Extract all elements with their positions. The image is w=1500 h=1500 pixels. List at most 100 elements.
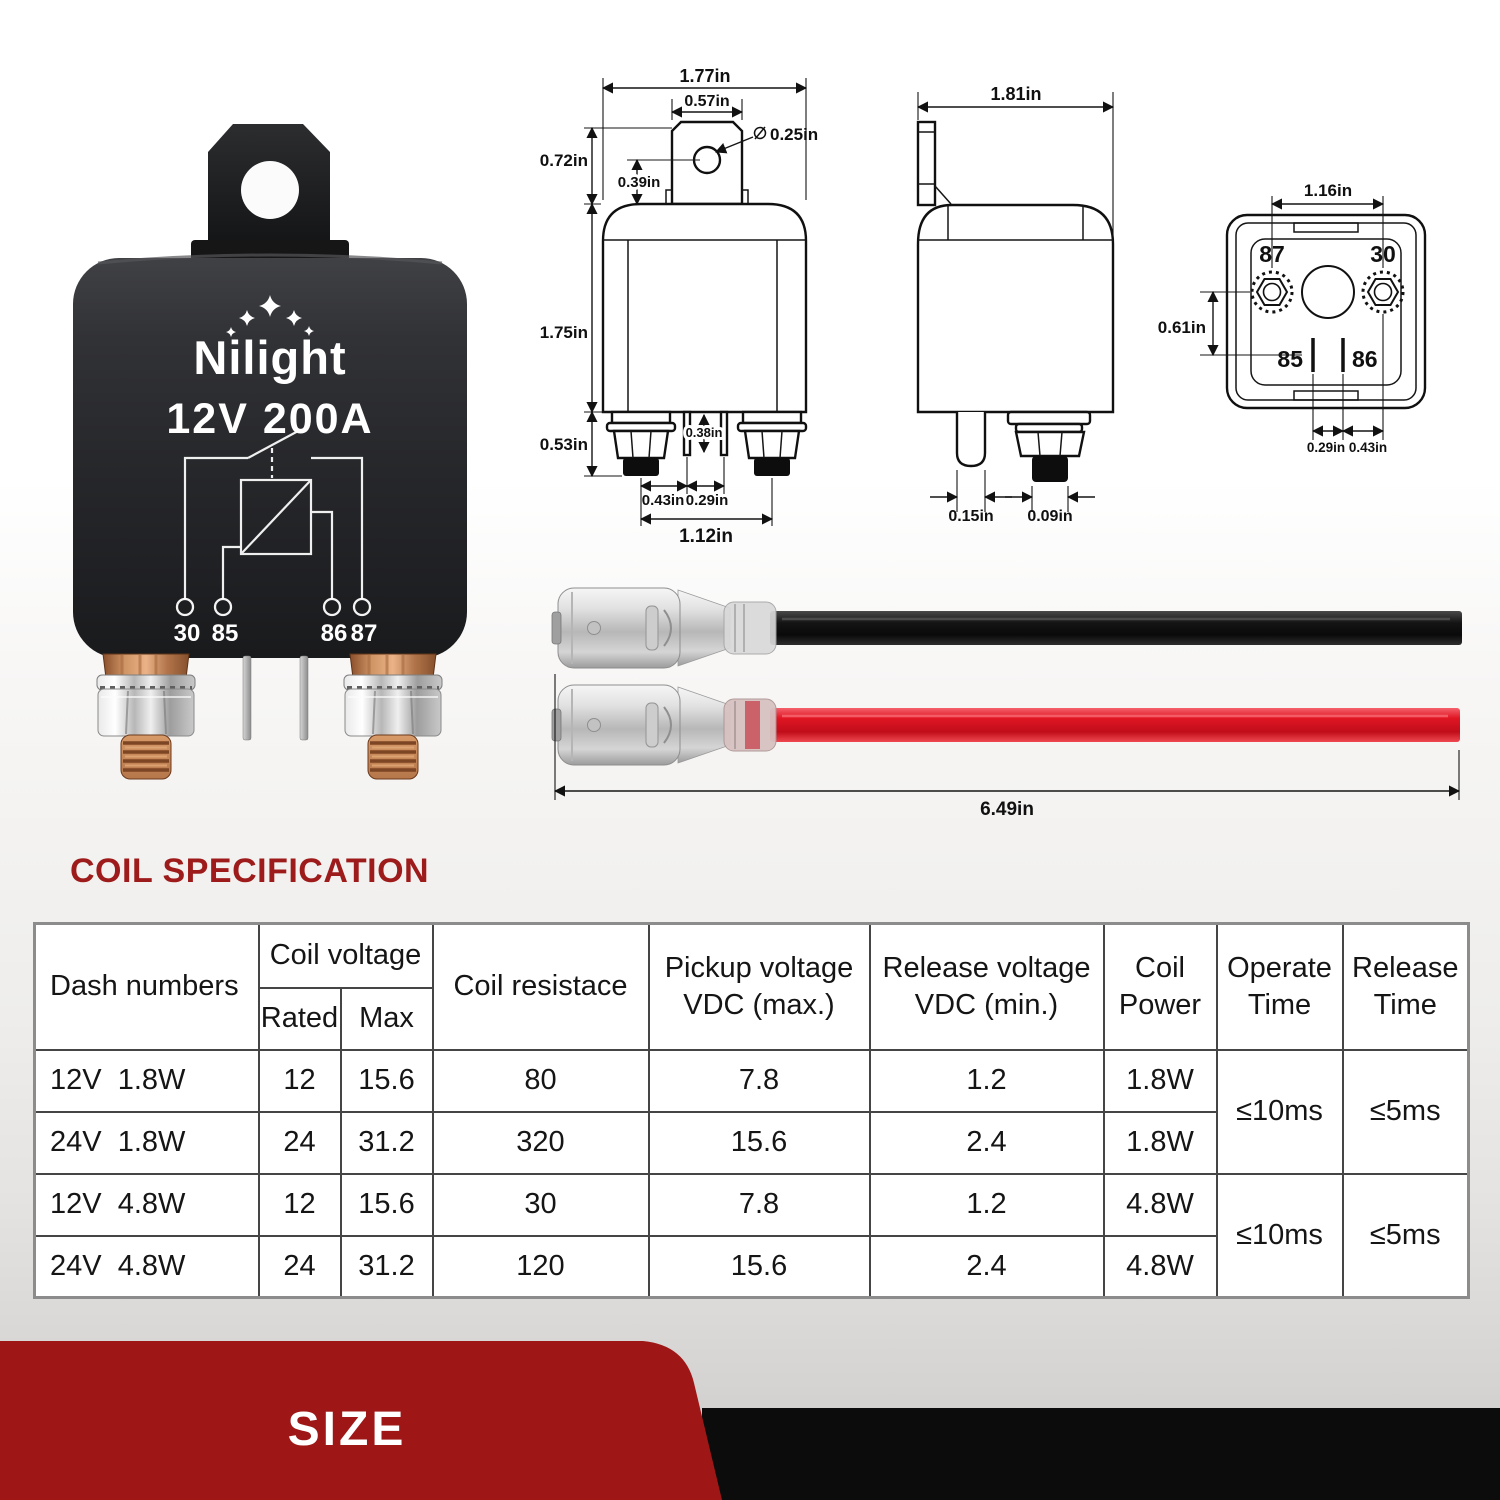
rating-label: 12V 200A [166,395,373,443]
col-header-release-voltage: Release voltage VDC (min.) [868,922,1105,1051]
bv-terminal-85: 85 [1277,346,1303,372]
cell-max: 15.6 [339,1048,434,1113]
dim-pin-gap: 0.29in [686,492,729,509]
side-view-drawing: 1.81in 0.15in 0.09in [916,84,1115,525]
bv-terminal-86: 86 [1352,346,1378,372]
terminal-stud [96,653,196,780]
cell-resistance: 320 [431,1110,650,1175]
table-row: 12V 4.8W 12 15.6 30 7.8 1.2 4.8W ≤10ms ≤… [33,1172,1470,1299]
header-line: Pickup voltage [664,951,854,984]
cell-rated: 12 [257,1048,342,1113]
cell-rated: 24 [257,1234,342,1299]
cell-dash: 24V 1.8W [33,1110,260,1175]
mounting-hole [241,161,299,219]
bottom-view-drawing: 87 30 85 86 1.16in 0.61in 0.29in 0.43in [1158,181,1427,455]
col-header-release-time: Release Time [1341,922,1470,1051]
terminal-stud [342,652,444,781]
header-line: Power [1118,988,1202,1021]
col-header-coil-voltage: Coil voltage [257,922,434,989]
header-line: VDC (max.) [683,988,835,1021]
cell-max: 31.2 [339,1234,434,1299]
terminal-label-86: 86 [321,620,348,647]
col-header-operate-time: Operate Time [1215,922,1344,1051]
dim-terminal-height: 0.53in [540,435,588,454]
table-row: 12V 1.8W 12 15.6 80 7.8 1.2 1.8W ≤10ms ≤… [33,1048,1470,1175]
black-wire [551,587,1462,669]
sub-header-max: Max [339,986,434,1051]
dim-row-offset: 0.61in [1158,318,1206,337]
col-header-coil-resistance: Coil resistace [431,922,650,1051]
dim-stud-to-pin: 0.43in [642,492,685,509]
dim-pin-thickness: 0.15in [948,508,993,525]
header-line: Release voltage [882,951,1091,984]
blade-pin [299,655,309,741]
next-section-preview [702,1408,1500,1500]
dim-hole-to-body: 0.39in [618,174,661,191]
cell-resistance: 80 [431,1048,650,1113]
cell-dash: 12V 1.8W [33,1048,260,1113]
cell-operate-time: ≤10ms [1215,1048,1344,1175]
spade-connector [551,684,681,766]
hex-nut-30 [1361,270,1405,314]
dim-hole-diameter: 0.25in [770,125,818,144]
sub-header-rated: Rated [257,986,342,1051]
terminal-label-85: 85 [212,620,239,647]
relay-body [73,258,467,658]
cell-pickup: 15.6 [647,1234,871,1299]
relay-photo: Nilight 12V 200A 30 85 86 87 [73,124,467,781]
banner-shape [0,1341,722,1500]
dim-overall-width: 1.77in [679,66,730,86]
dim-blade-offset: 0.43in [1349,440,1387,455]
header-line: Operate [1227,951,1332,984]
terminal-label-87: 87 [351,620,378,647]
circuit-diagram [183,429,364,599]
header-line: Release [1352,951,1459,984]
col-header-coil-power: Coil Power [1102,922,1218,1051]
cell-power: 4.8W [1102,1234,1218,1299]
hex-nut-87 [1250,270,1294,314]
sparkles-icon [226,295,314,337]
col-header-pickup-voltage: Pickup voltage VDC (max.) [647,922,871,1051]
table-row: 24V 1.8W 24 31.2 320 15.6 2.4 1.8W [33,1110,1469,1175]
size-banner: SIZE [0,1341,722,1500]
blade-pin [242,655,252,741]
header-line: Time [1373,988,1437,1021]
cell-resistance: 30 [431,1172,650,1237]
cell-pickup: 7.8 [647,1172,871,1237]
col-header-dash-numbers: Dash numbers [33,922,260,1051]
cell-rated: 24 [257,1110,342,1175]
wire-pair: 6.49in [551,587,1462,820]
terminal-label-30: 30 [174,620,201,647]
cell-max: 31.2 [339,1110,434,1175]
cell-power: 1.8W [1102,1048,1218,1113]
dim-stud-thread: 0.09in [1027,508,1072,525]
dim-wire-length: 6.49in [980,799,1034,820]
dim-tab-height: 0.72in [540,151,588,170]
dim-blade-gap: 0.29in [1307,440,1345,455]
cell-max: 15.6 [339,1172,434,1237]
coil-spec-table: Dash numbers Coil voltage Coil resistace… [33,922,1470,1299]
cell-resistance: 120 [431,1234,650,1299]
dim-tab-width: 0.57in [684,93,729,110]
top-illustrations: Nilight 12V 200A 30 85 86 87 [73,66,1462,820]
cell-pickup: 7.8 [647,1048,871,1113]
cell-release: 2.4 [868,1110,1105,1175]
cell-pickup: 15.6 [647,1110,871,1175]
cell-power: 1.8W [1102,1110,1218,1175]
stud-line-art [605,410,808,476]
cell-dash: 12V 4.8W [33,1172,260,1237]
cell-dash: 24V 4.8W [33,1234,260,1299]
header-line: Time [1247,988,1312,1021]
table-row: 24V 4.8W 24 31.2 120 15.6 2.4 4.8W [33,1234,1469,1299]
spade-connector [551,587,681,669]
header-line: VDC (min.) [914,988,1059,1021]
dim-pin-length: 0.38in [686,425,723,440]
cell-power: 4.8W [1102,1172,1218,1237]
dim-hole-spacing: 1.16in [1304,181,1352,200]
cell-release: 2.4 [868,1234,1105,1299]
red-wire [551,684,1460,766]
dim-body-height: 1.75in [540,323,588,342]
dim-overall-depth: 1.81in [990,84,1041,104]
header-line: Coil [1135,951,1185,984]
cell-operate-time: ≤10ms [1215,1172,1344,1299]
